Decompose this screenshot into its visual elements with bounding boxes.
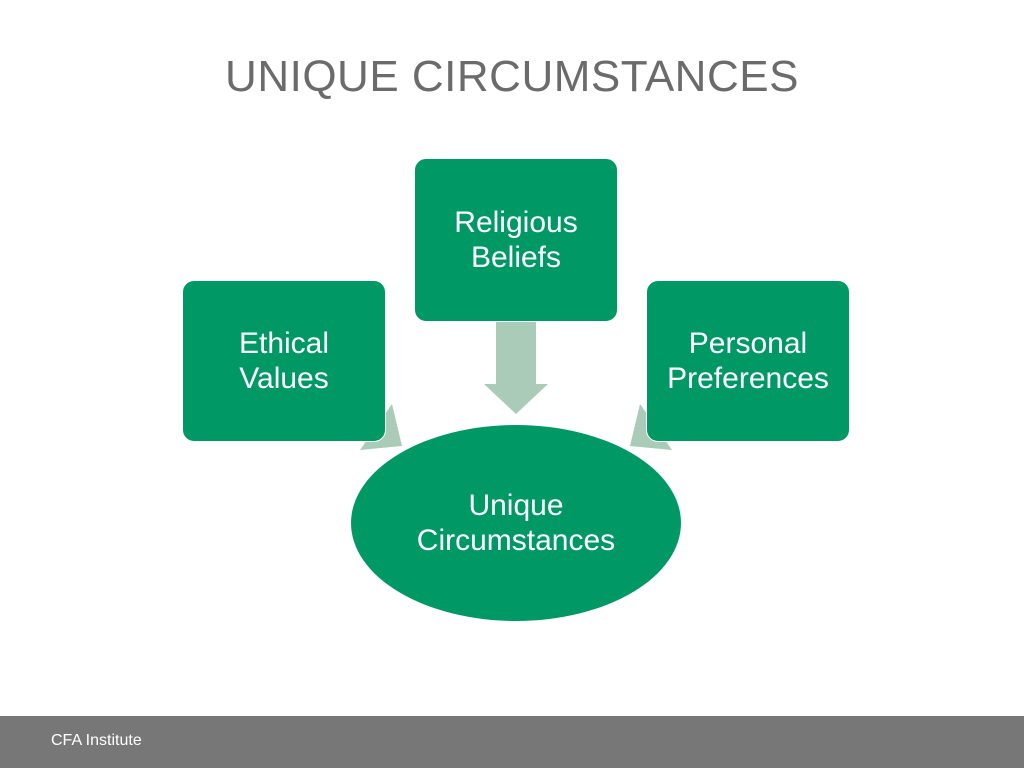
arrow-down-from-religious [484, 322, 548, 414]
node-label-line: Circumstances [416, 524, 616, 557]
node-label-line: Unique [468, 489, 564, 522]
node-label-line: Beliefs [470, 241, 562, 274]
node-ethical-values[interactable]: Ethical Values [182, 280, 386, 442]
node-unique-circumstances[interactable]: Unique Circumstances [350, 424, 682, 622]
footer-bar: CFA Institute [0, 716, 1024, 768]
slide-title: UNIQUE CIRCUMSTANCES [225, 52, 799, 101]
node-religious-beliefs[interactable]: Religious Beliefs [414, 158, 618, 322]
footer-brand-text: CFA Institute [51, 732, 142, 749]
node-label-line: Values [239, 362, 329, 395]
node-label-line: Personal [688, 327, 808, 360]
node-label-line: Religious [454, 206, 578, 239]
node-personal-preferences[interactable]: Personal Preferences [646, 280, 850, 442]
node-label-line: Ethical [238, 327, 330, 360]
node-label-line: Preferences [667, 362, 829, 395]
